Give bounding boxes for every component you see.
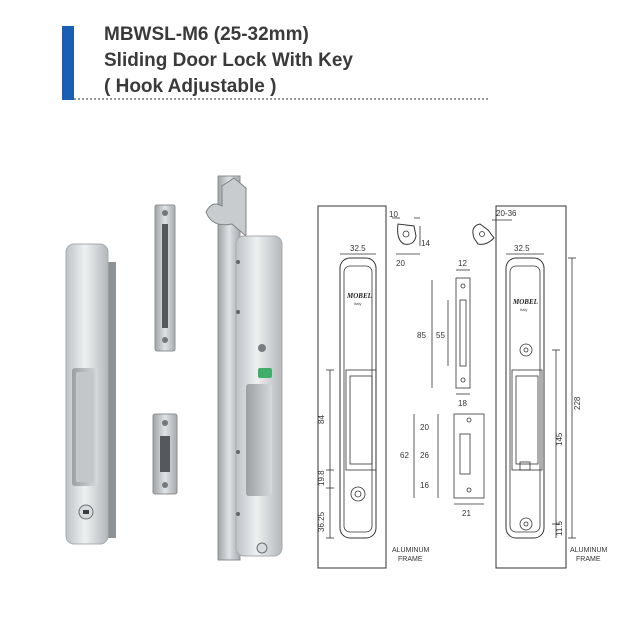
dim-small-3: 16: [420, 481, 429, 490]
dim-small-1: 20: [420, 423, 429, 432]
frame-label-left-2: FRAME: [398, 556, 423, 563]
dim-strike-total: 85: [417, 331, 426, 340]
dim-small-2: 26: [420, 451, 429, 460]
product-title: MBWSL-M6 (25-32mm) Sliding Door Lock Wit…: [104, 22, 353, 100]
brand-sub-left: Italy: [354, 301, 361, 306]
brand-logo-left: MOBEL: [346, 292, 372, 300]
lock-body-photo: [65, 243, 116, 545]
dim-strike-top-width: 12: [458, 259, 467, 268]
frame-label-left-1: ALUMINUM: [392, 547, 430, 554]
product-name: Sliding Door Lock With Key: [104, 50, 353, 71]
product-note: ( Hook Adjustable ): [104, 76, 277, 97]
dim-handle-length: 84: [317, 415, 326, 424]
brand-sub-right: Italy: [520, 307, 527, 312]
side-lock-photo: [205, 175, 283, 561]
dim-strike-slot: 55: [436, 331, 445, 340]
drawing-front-view: [317, 205, 421, 569]
dim-hook-width: 20: [396, 259, 405, 268]
header-accent-bar: [62, 26, 74, 100]
header-divider: [74, 98, 488, 100]
drawing-side-view: [472, 205, 576, 569]
dim-strike-base: 18: [458, 399, 467, 408]
drawing-strike-plates: [413, 269, 485, 505]
dim-hook-range: 20-36: [496, 209, 517, 218]
dim-body-width-left: 32.5: [350, 244, 366, 253]
dim-small-total: 62: [400, 451, 409, 460]
frame-label-right-1: ALUMINUM: [570, 547, 608, 554]
dim-center-distance: 145: [555, 432, 564, 446]
brand-logo-right: MOBEL: [512, 298, 538, 306]
dim-small-width: 21: [462, 509, 471, 518]
dim-bottom-gap-left: 36.25: [317, 511, 326, 532]
dim-bottom-gap-right: 11.5: [555, 520, 564, 536]
frame-label-right-2: FRAME: [576, 556, 601, 563]
product-model: MBWSL-M6 (25-32mm): [104, 24, 309, 45]
dim-total-height: 228: [573, 396, 582, 410]
dim-body-width-right: 32.5: [514, 244, 530, 253]
dim-hook-height: 14: [421, 239, 430, 248]
strike-plate-photo: [152, 204, 178, 495]
dim-hook-offset: 10: [389, 210, 398, 219]
dim-key-gap: 19.8: [317, 470, 326, 486]
